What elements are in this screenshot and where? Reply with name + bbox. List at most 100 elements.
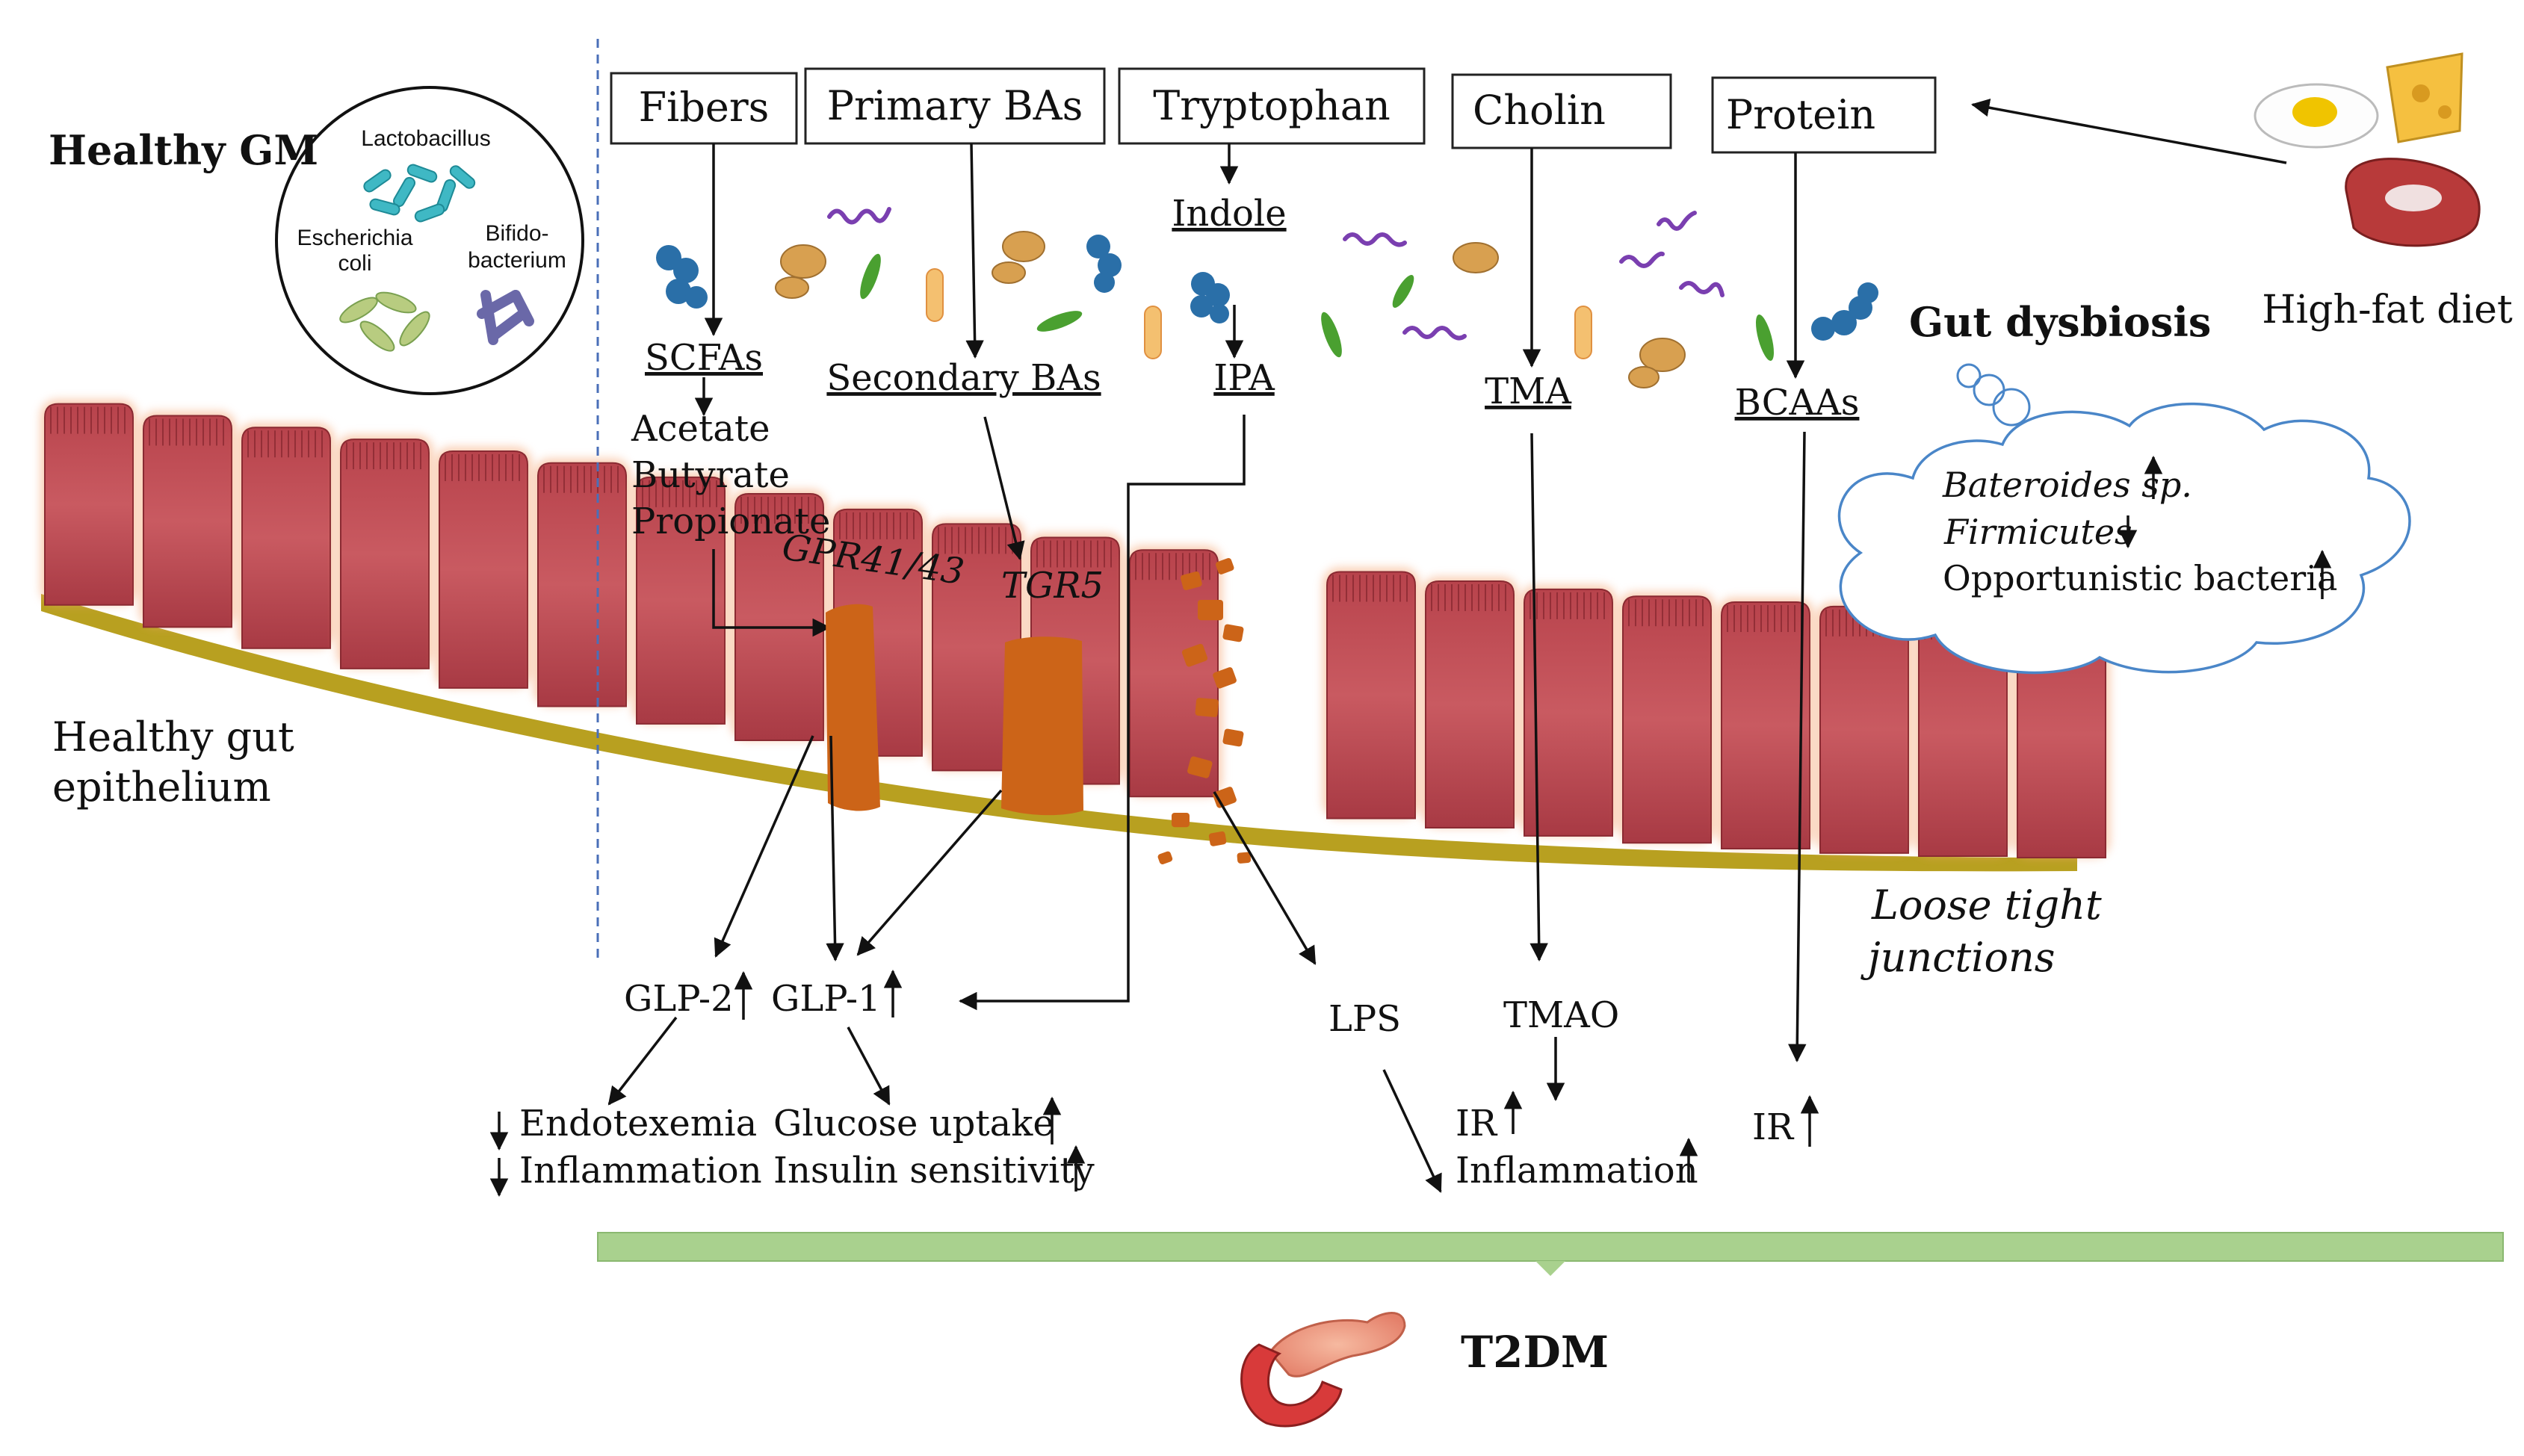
cholin-box	[1451, 73, 1672, 149]
coli-label: coli	[338, 251, 371, 276]
egg-yolk-icon	[2292, 97, 2337, 127]
junction-fragment	[1180, 571, 1202, 590]
tryptophan-label: Tryptophan	[1153, 82, 1390, 129]
bcaas-label: BCAAs	[1735, 382, 1860, 424]
secondary-bas-label: Secondary BAs	[826, 357, 1101, 399]
glp2-label: GLP-2	[624, 978, 734, 1020]
butyrate-label: Butyrate	[631, 454, 790, 496]
junction-fragment	[1213, 667, 1237, 689]
gpr-to-glp2-arrow	[714, 735, 814, 958]
epithelial-cell	[1129, 549, 1219, 798]
epithelial-cell	[932, 523, 1021, 772]
junction-fragment	[1216, 558, 1234, 574]
secondary-to-tgr5-arrow	[983, 416, 1025, 560]
epithelial-cell	[1721, 601, 1810, 849]
lactobacillus-icon	[363, 164, 476, 223]
junction-fragment	[1195, 698, 1219, 717]
loose-tight-label-1: Loose tight	[1871, 882, 2102, 929]
escherichia-label: Escherichia	[297, 226, 412, 250]
junction-fragment	[1181, 643, 1208, 667]
epithelial-cell	[44, 403, 134, 606]
convergence-pointer	[1535, 1261, 1565, 1276]
lps-label: LPS	[1328, 998, 1401, 1040]
propionate-to-gpr-arrow	[712, 549, 832, 637]
tmao-label: TMAO	[1503, 994, 1619, 1036]
acetate-label: Acetate	[631, 408, 770, 450]
fibers-box	[610, 72, 798, 145]
glp1-to-outcomes-arrow	[847, 1026, 891, 1106]
steak-bone-icon	[2385, 185, 2442, 211]
epithelial-cell	[734, 493, 824, 742]
epithelial-cell	[1524, 588, 1613, 837]
junction-fragment	[1187, 756, 1213, 778]
epithelial-cell	[1819, 605, 1909, 854]
purple-spirilla-icon	[827, 207, 1725, 341]
ir-bcaa-label: IR	[1752, 1106, 1795, 1148]
epithelial-cell	[636, 476, 726, 725]
diet-to-protein-arrow	[1970, 99, 2287, 164]
epithelial-cell	[241, 427, 331, 649]
primary-to-secondary-arrow	[965, 143, 984, 359]
inflammation-right-label: Inflammation	[1456, 1150, 1698, 1192]
junction-fragment	[1157, 851, 1173, 865]
ir-tmao-label: IR	[1456, 1103, 1498, 1144]
fibers-label: Fibers	[639, 84, 770, 131]
junction-fragment	[1172, 813, 1190, 828]
bifido-label: Bifido-	[485, 221, 548, 246]
epithelial-cell	[439, 450, 528, 689]
healthy-gut-label-2: epithelium	[52, 763, 271, 811]
basement-membrane	[41, 594, 2077, 872]
epithelial-cell	[340, 439, 430, 669]
protein-box	[1711, 76, 1937, 154]
epithelial-cell	[1622, 595, 1712, 844]
gpr-to-glp1-arrow	[826, 735, 844, 962]
junction-fragment	[1237, 852, 1252, 864]
ipa-label: IPA	[1213, 357, 1275, 399]
healthy-gm-panel: Lactobacillus Escherichia coli Bifido- b…	[275, 86, 584, 395]
l-cell-tgr5	[1001, 636, 1083, 816]
blue-cocci-icon	[656, 235, 1878, 341]
endotexemia-label: Endotexemia	[519, 1103, 757, 1144]
tma-label: TMA	[1485, 371, 1572, 412]
healthy-gut-label-1: Healthy gut	[52, 713, 294, 760]
glucose-uptake-label: Glucose uptake	[773, 1103, 1054, 1144]
bcaas-to-ir-arrow	[1788, 431, 1807, 1063]
insulin-sensitivity-label: Insulin sensitivity	[773, 1150, 1095, 1192]
junction-fragment	[1198, 600, 1223, 621]
tight-junction-fragments	[1157, 558, 1252, 865]
loose-tight-label-2: junctions	[1860, 934, 2056, 981]
bifidobacterium-icon	[477, 290, 534, 345]
glp2-to-outcomes-arrow	[607, 1016, 678, 1106]
high-fat-diet-icons	[2254, 52, 2481, 247]
scfas-label: SCFAs	[645, 337, 763, 379]
ipa-to-glp1-arrow	[958, 415, 1246, 1011]
protein-label: Protein	[1726, 91, 1875, 138]
convergence-bar	[597, 1232, 2504, 1262]
firmicutes-label: Firmicutes	[1943, 512, 2132, 552]
junction-fragment	[1213, 787, 1237, 808]
tgr5-to-glp1-arrow	[856, 789, 1003, 956]
source-boxes: Fibers Primary BAs Tryptophan Cholin Pro…	[610, 67, 1937, 154]
lumen-microbes	[656, 207, 1878, 388]
opportunistic-label: Opportunistic bacteria	[1943, 558, 2337, 598]
primary-bas-box	[804, 67, 1106, 145]
pancreas-icon	[1240, 1312, 1406, 1428]
bacterium-label: bacterium	[468, 248, 566, 273]
propionate-label: Propionate	[631, 501, 830, 542]
l-cell-gpr	[826, 604, 880, 811]
cholin-label: Cholin	[1473, 87, 1606, 134]
epithelial-cell	[537, 462, 627, 707]
orange-capsule-icon	[926, 268, 1592, 359]
lactobacillus-label: Lactobacillus	[361, 126, 490, 151]
t2dm-label: T2DM	[1461, 1327, 1609, 1378]
indole-label: Indole	[1172, 193, 1286, 235]
epithelial-cell	[143, 415, 232, 628]
green-bacilli-icon	[860, 253, 1775, 361]
epithelial-cell	[1326, 571, 1416, 820]
high-fat-diet-label: High-fat diet	[2262, 288, 2513, 332]
inflammation-left-label: Inflammation	[519, 1150, 762, 1192]
gut-dysbiosis-title: Gut dysbiosis	[1909, 298, 2211, 346]
glp1-label: GLP-1	[771, 978, 881, 1020]
